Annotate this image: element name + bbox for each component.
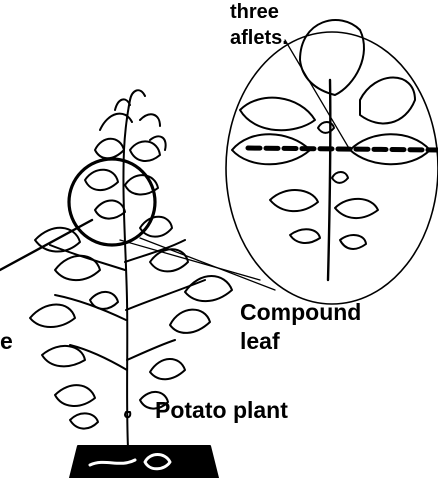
label-three: three <box>230 2 279 22</box>
leaf-left-3 <box>55 385 95 406</box>
leaf-mid-right-2 <box>140 217 172 237</box>
label-leaflets: aflets. <box>230 28 288 48</box>
label-left-fragment: e <box>0 330 13 353</box>
leaflets-pointer-line <box>285 40 350 150</box>
leaf-lower-left <box>30 305 75 328</box>
label-potato-plant: Potato plant <box>155 399 288 422</box>
main-stem <box>123 100 130 448</box>
compound-pointer-line-a <box>140 238 275 290</box>
leaflet-dashed-line <box>248 148 438 150</box>
magnified-leaf-ellipse <box>226 32 438 304</box>
label-leaf: leaf <box>240 330 280 353</box>
leaf-left-2 <box>42 346 85 366</box>
leaf-right-4 <box>185 276 232 301</box>
leaf-mid-left-1 <box>55 256 100 280</box>
leaf-right-3 <box>170 310 210 333</box>
leaf-right-1 <box>150 359 185 379</box>
flower-cluster <box>100 90 166 150</box>
compound-pointer-line-b <box>120 240 260 280</box>
label-compound: Compound <box>240 301 361 324</box>
